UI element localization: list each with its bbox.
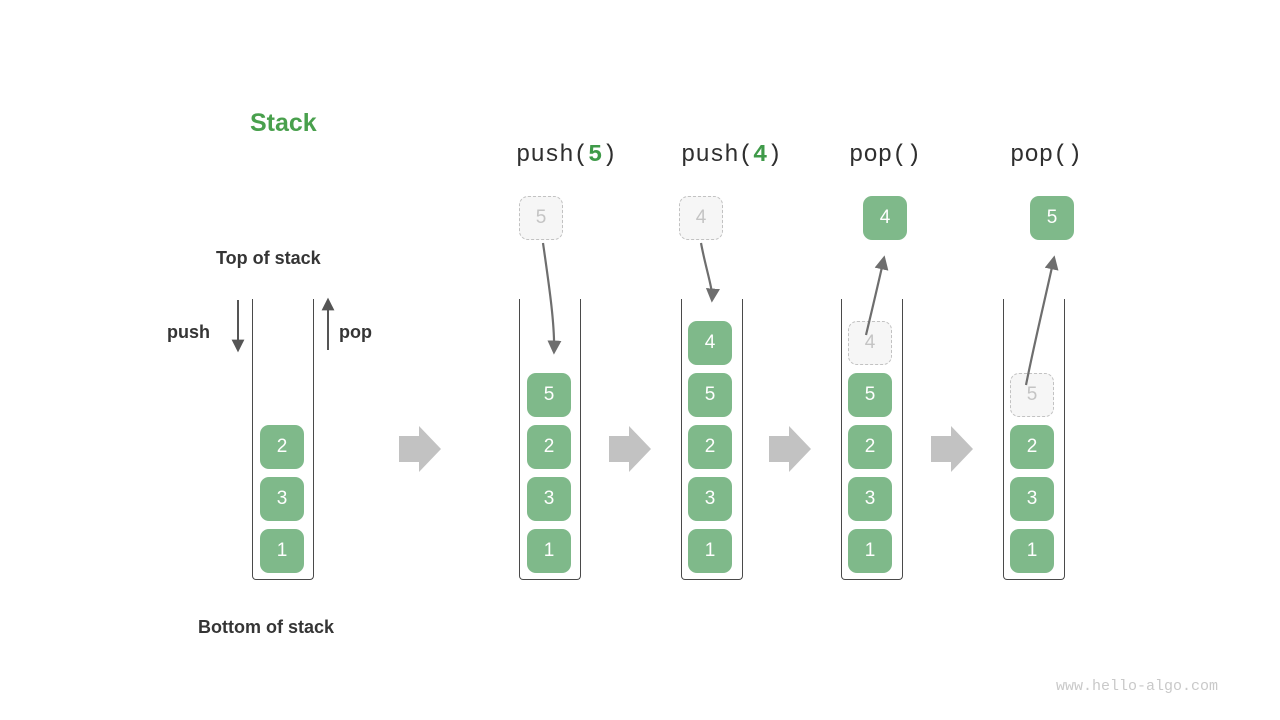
- op-name: pop(): [1010, 142, 1083, 169]
- watermark: www.hello-algo.com: [1056, 678, 1219, 695]
- stack-cell: 2: [688, 425, 732, 469]
- popped-cell: 5: [1030, 196, 1074, 240]
- removed-ghost-cell: 5: [1010, 373, 1054, 417]
- stack-container-pop-4: [841, 299, 903, 580]
- incoming-ghost-cell: 4: [679, 196, 723, 240]
- operation-heading-pop-4: pop(): [849, 142, 921, 169]
- op-arg: 4: [753, 142, 768, 169]
- operation-heading-push-5: push(5): [516, 142, 617, 169]
- stack-cell: 1: [527, 529, 571, 573]
- op-arg: 5: [588, 142, 603, 169]
- stack-cell: 3: [527, 477, 571, 521]
- incoming-ghost-cell: 5: [519, 196, 563, 240]
- step-separator-arrow: [931, 426, 973, 472]
- step-separator-arrow: [769, 426, 811, 472]
- removed-ghost-cell: 4: [848, 321, 892, 365]
- stack-cell: 5: [527, 373, 571, 417]
- op-close: ): [602, 142, 617, 169]
- stack-cell: 2: [1010, 425, 1054, 469]
- op-close: ): [767, 142, 782, 169]
- push-label: push: [167, 322, 210, 342]
- stack-container-push-4: [681, 299, 743, 580]
- stack-cell: 3: [688, 477, 732, 521]
- stack-cell: 3: [1010, 477, 1054, 521]
- op-name: pop(): [849, 142, 922, 169]
- stack-cell: 4: [688, 321, 732, 365]
- bottom-of-stack-label: Bottom of stack: [198, 617, 335, 637]
- stack-cell: 1: [260, 529, 304, 573]
- push-4-motion-arrow: [699, 242, 720, 303]
- step-separator-arrow: [609, 426, 651, 472]
- stack-cell: 1: [688, 529, 732, 573]
- operation-heading-pop-5: pop(): [1010, 142, 1082, 169]
- stack-cell: 2: [260, 425, 304, 469]
- stack-cell: 3: [848, 477, 892, 521]
- stack-container-initial: [252, 299, 314, 580]
- operation-heading-push-4: push(4): [681, 142, 782, 169]
- stack-cell: 3: [260, 477, 304, 521]
- top-of-stack-label: Top of stack: [216, 248, 321, 268]
- step-separator-arrow: [399, 426, 441, 472]
- op-name: push(: [516, 142, 589, 169]
- stack-cell: 2: [848, 425, 892, 469]
- stack-cell: 1: [1010, 529, 1054, 573]
- popped-cell: 4: [863, 196, 907, 240]
- diagram-title: Stack: [250, 109, 317, 137]
- stack-cell: 5: [688, 373, 732, 417]
- stack-cell: 1: [848, 529, 892, 573]
- pop-label: pop: [339, 322, 372, 342]
- op-name: push(: [681, 142, 754, 169]
- stack-container-push-5: [519, 299, 581, 580]
- stack-cell: 5: [848, 373, 892, 417]
- stack-cell: 2: [527, 425, 571, 469]
- stack-container-pop-5: [1003, 299, 1065, 580]
